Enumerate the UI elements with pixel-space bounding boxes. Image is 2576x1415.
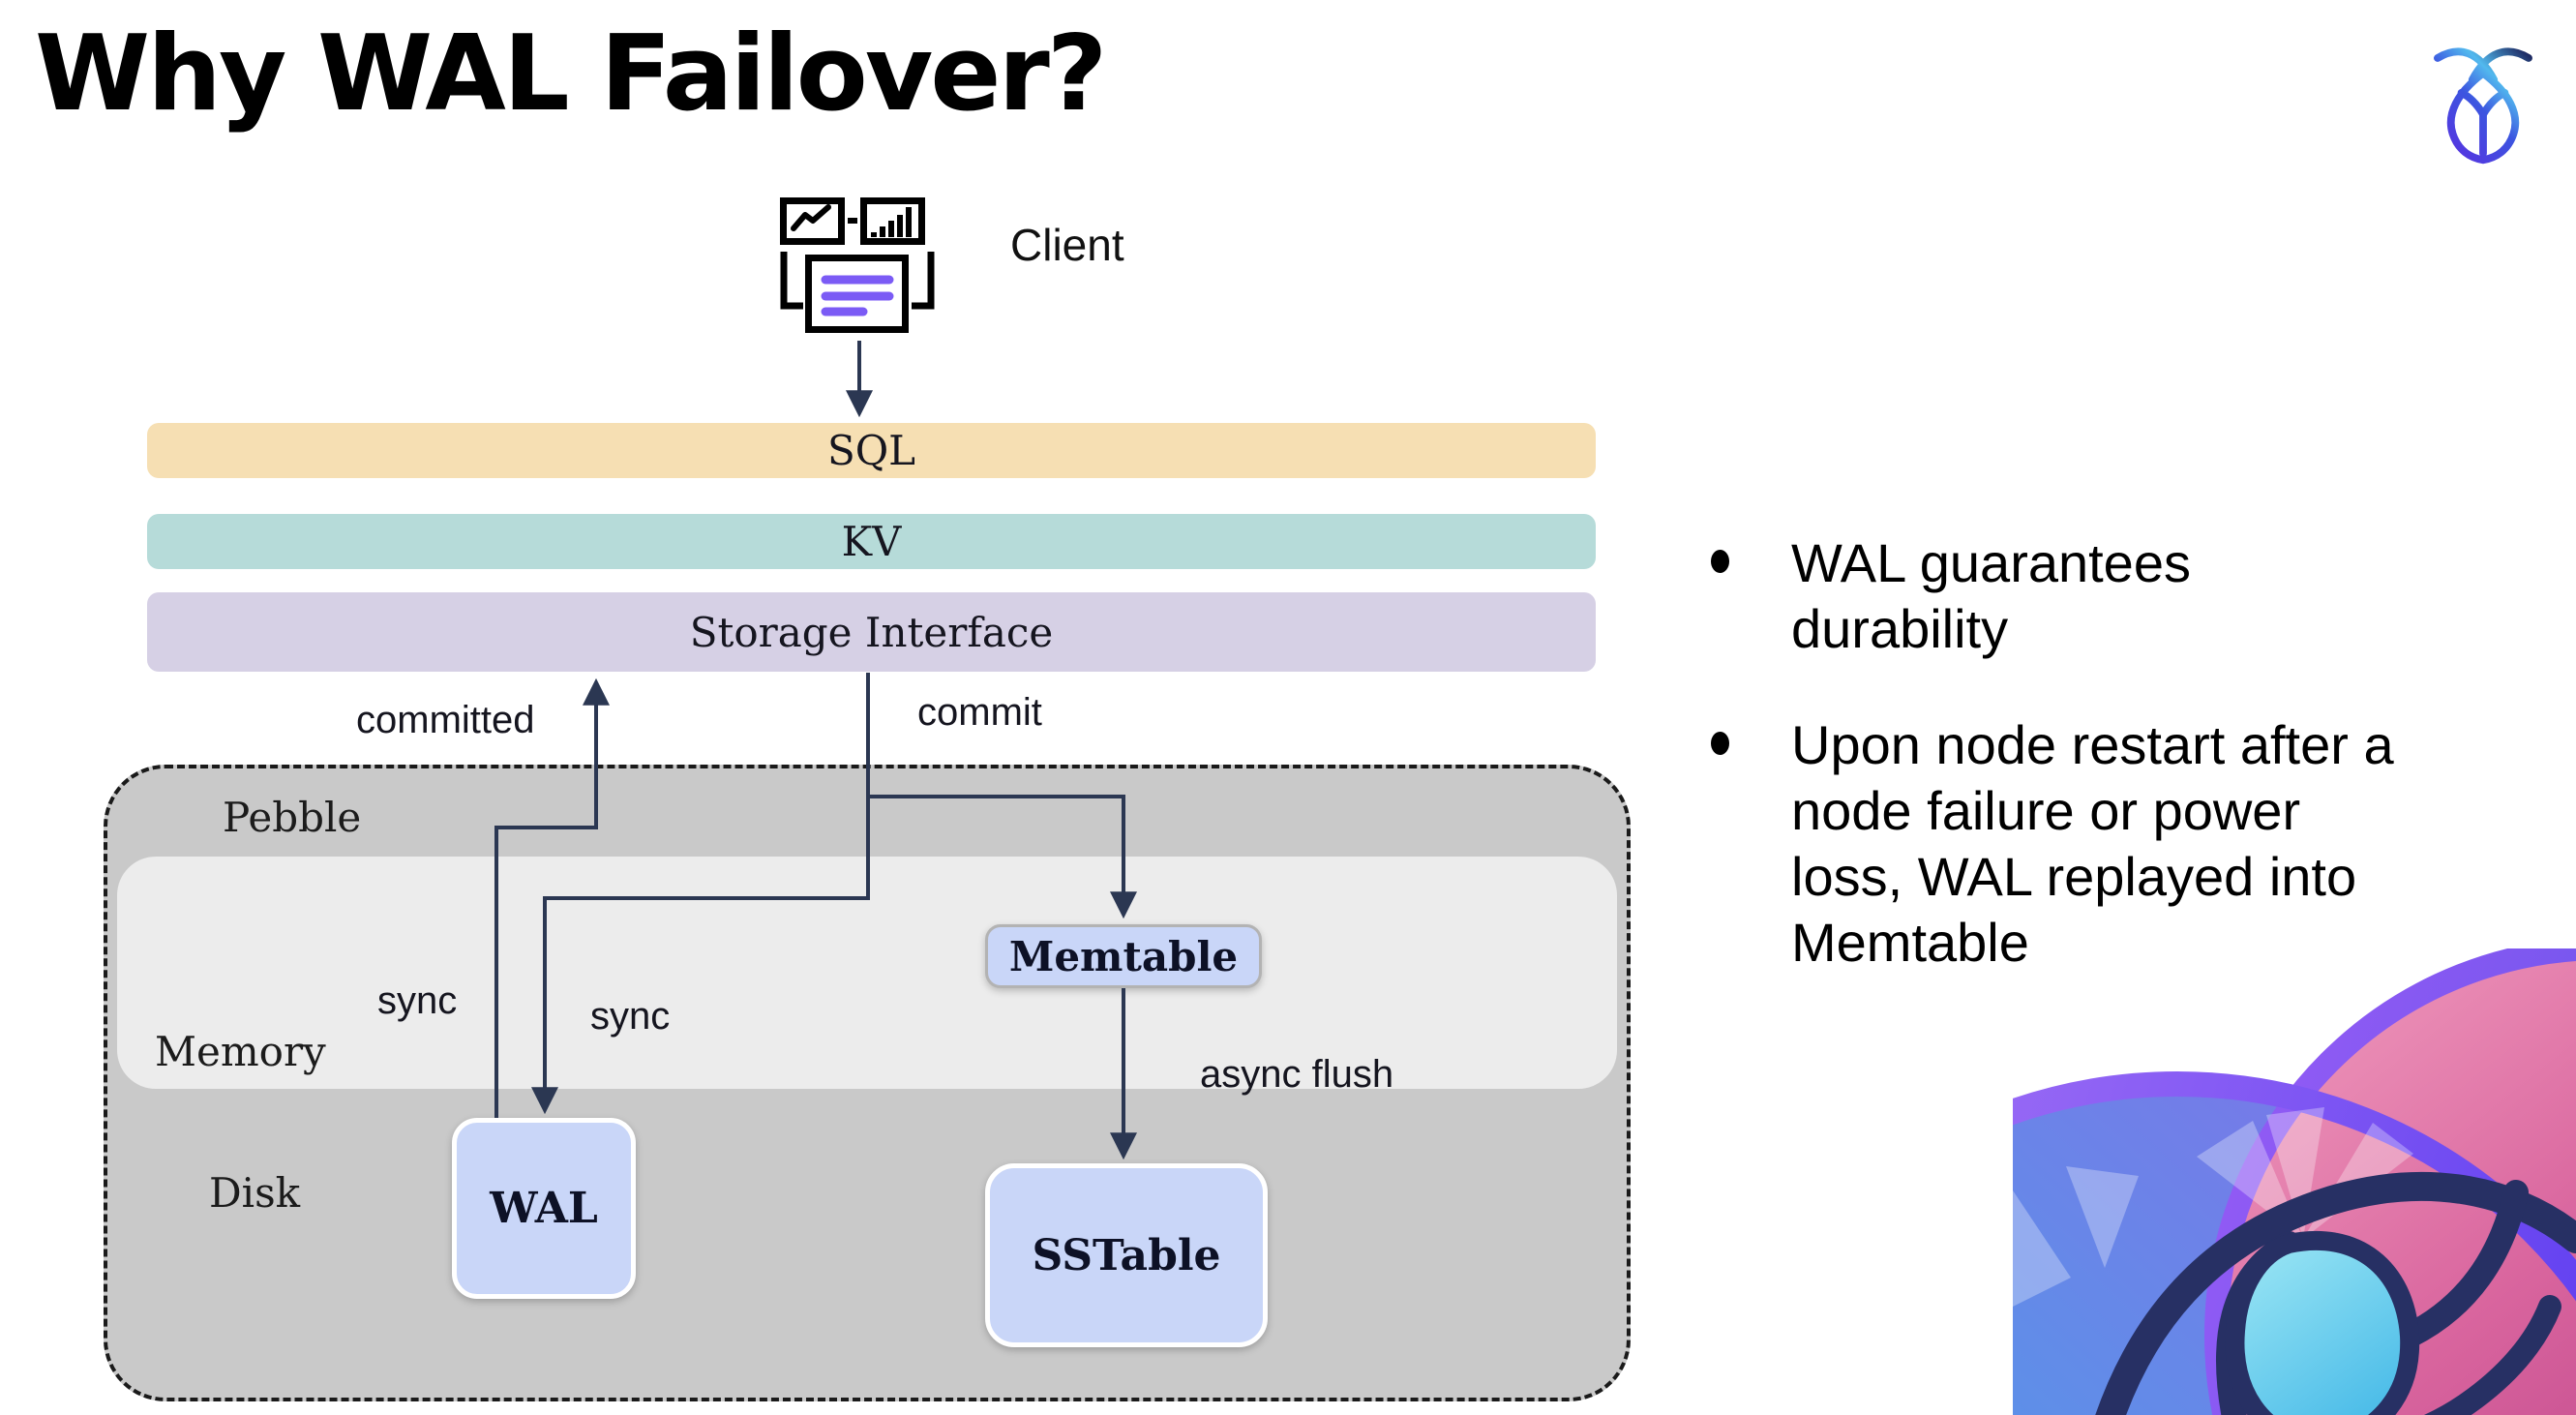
left-bracket — [780, 252, 803, 310]
bar-chart-icon — [860, 197, 925, 245]
layer-storage-interface: Storage Interface — [147, 592, 1596, 672]
brand-artwork — [2013, 948, 2576, 1415]
bullet-item: Upon node restart after a node failure o… — [1711, 712, 2412, 976]
memory-zone-label: Memory — [155, 1028, 326, 1075]
edge-label-async-flush: async flush — [1200, 1053, 1394, 1096]
cockroachdb-logo-icon — [2434, 47, 2532, 165]
bullet-text: WAL guarantees durability — [1791, 532, 2191, 659]
document-icon — [805, 255, 909, 333]
layer-sql-label: SQL — [826, 427, 916, 474]
memtable-node: Memtable — [985, 924, 1262, 988]
wal-node: WAL — [452, 1118, 636, 1299]
bullet-text: Upon node restart after a node failure o… — [1791, 714, 2394, 973]
sstable-node: SSTable — [985, 1163, 1268, 1347]
edge-label-committed: committed — [356, 699, 535, 741]
client-label: Client — [1010, 220, 1124, 270]
bullet-dot — [1711, 550, 1729, 573]
layer-kv: KV — [147, 514, 1596, 569]
pebble-label: Pebble — [223, 794, 362, 841]
bullet-item: WAL guarantees durability — [1711, 530, 2412, 662]
layer-kv-label: KV — [841, 518, 902, 565]
disk-zone-label: Disk — [209, 1169, 301, 1217]
edge-label-sync-right: sync — [590, 995, 671, 1038]
layer-sql: SQL — [147, 423, 1596, 478]
client-icon — [780, 197, 935, 333]
wal-label: WAL — [490, 1184, 598, 1233]
bullet-dot — [1711, 732, 1729, 755]
edge-label-commit: commit — [917, 691, 1042, 734]
line-chart-icon — [780, 197, 845, 245]
bullet-list: WAL guarantees durability Upon node rest… — [1711, 530, 2412, 976]
edge-label-sync-left: sync — [377, 979, 458, 1022]
page-title: Why WAL Failover? — [35, 14, 1107, 135]
layer-storage-label: Storage Interface — [689, 608, 1054, 656]
sstable-label: SSTable — [1032, 1230, 1221, 1280]
memtable-label: Memtable — [1008, 932, 1239, 980]
right-bracket — [912, 252, 935, 310]
